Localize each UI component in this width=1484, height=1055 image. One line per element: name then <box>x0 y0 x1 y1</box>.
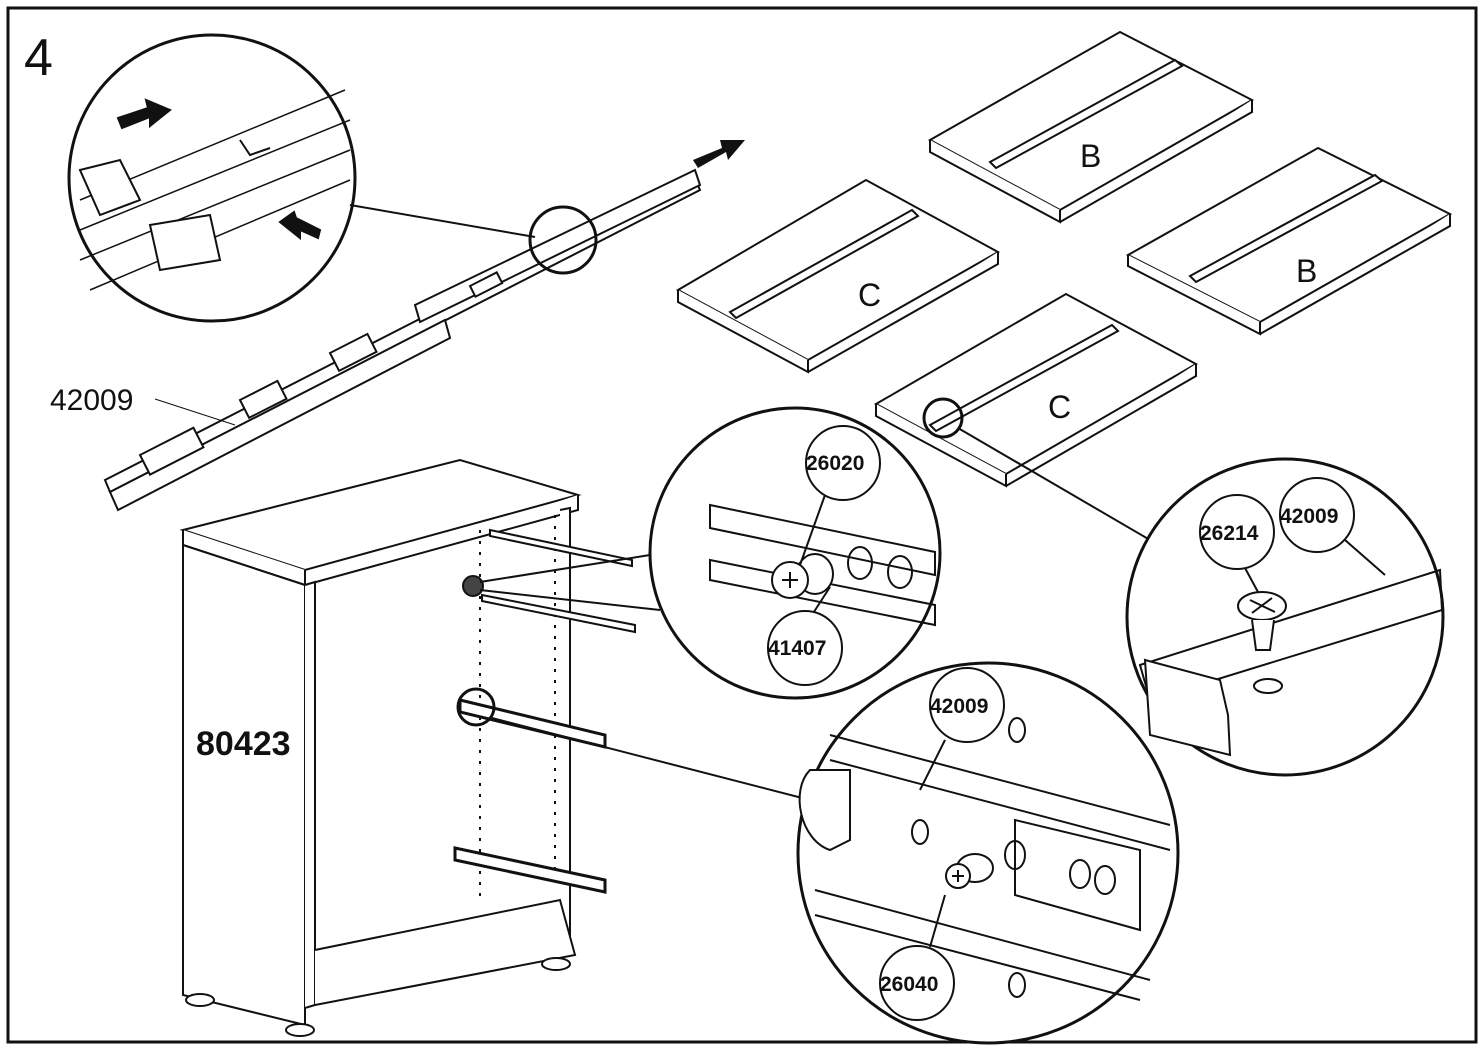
drawer-slide <box>103 140 745 512</box>
panel-letter-c-1: C <box>858 277 881 313</box>
panel-letter-b-2: B <box>1296 253 1317 289</box>
cabinet-screw-leader-lower <box>479 589 661 611</box>
cabinet-slide-detail <box>796 661 1180 1045</box>
slide-part-label: 42009 <box>50 384 133 417</box>
callout-26040: 26040 <box>880 973 938 996</box>
panel-letter-c-2: C <box>1048 389 1071 425</box>
cabinet <box>179 458 636 1037</box>
slide-release-detail <box>67 33 536 323</box>
panel-letter-b-1: B <box>1080 138 1101 174</box>
drawer-panel-b-top <box>927 30 1255 224</box>
callout-26214: 26214 <box>1200 522 1259 545</box>
drawer-panel-b-right <box>1125 146 1453 336</box>
drawer-screw-detail <box>1125 457 1445 777</box>
drawer-panel-c-right <box>873 292 1199 488</box>
cabinet-screw-leader-upper <box>479 554 651 583</box>
slide-leader-line <box>154 398 236 426</box>
cabinet-slide-leader <box>491 717 811 801</box>
callout-41407: 41407 <box>768 637 826 660</box>
cabinet-part-label: 80423 <box>196 725 291 763</box>
panel-detail-leader <box>957 427 1151 541</box>
callout-42009-cabinet: 42009 <box>930 695 988 718</box>
callout-42009-drawer: 42009 <box>1280 505 1338 528</box>
drawer-panel-c-left <box>675 178 1001 374</box>
rail-screw-detail <box>648 406 942 700</box>
step-number: 4 <box>24 29 53 87</box>
callout-26020: 26020 <box>806 452 864 475</box>
